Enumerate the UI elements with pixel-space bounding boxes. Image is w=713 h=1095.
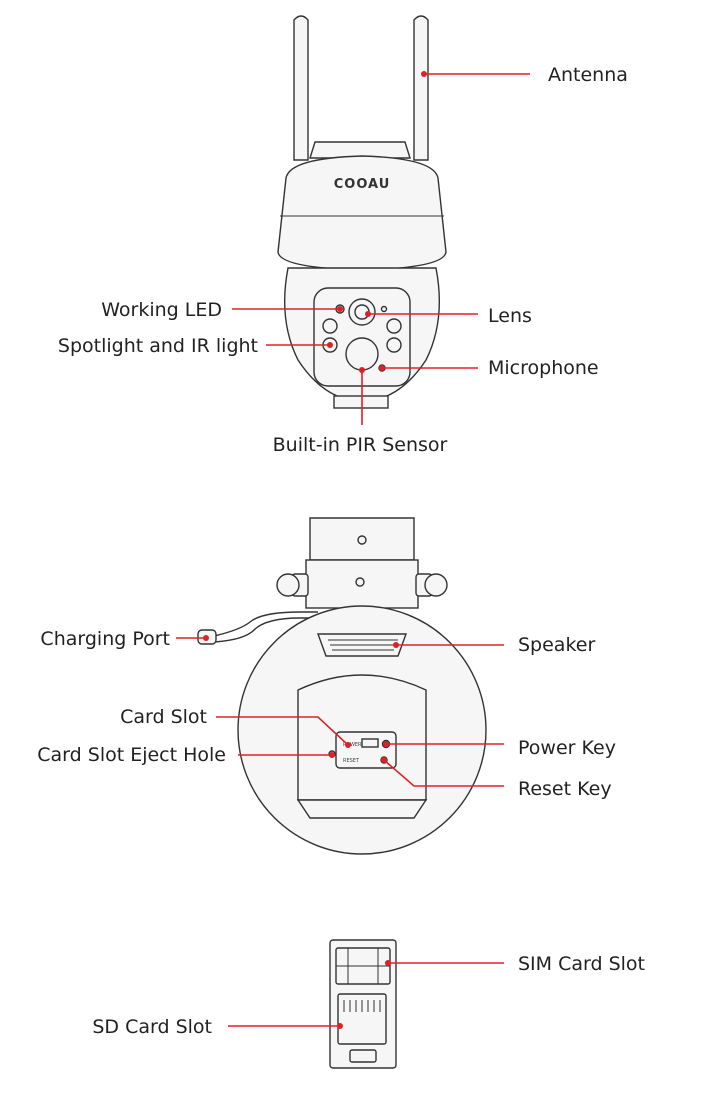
callout-spotlight-ir: Spotlight and IR light: [58, 335, 333, 357]
power-mark: POWER: [343, 742, 362, 748]
camera-dome: [277, 155, 447, 271]
callout-charging-port: Charging Port: [40, 628, 209, 650]
callout-reset-key: Reset Key: [381, 757, 612, 800]
callout-working-led: Working LED: [101, 299, 343, 321]
antenna-label: Antenna: [548, 64, 628, 86]
charging-port-label: Charging Port: [40, 628, 170, 650]
callout-microphone: Microphone: [379, 357, 599, 379]
sd-card-slot-label: SD Card Slot: [92, 1016, 212, 1038]
callout-sd-card-slot: SD Card Slot: [92, 1016, 343, 1038]
speaker-label: Speaker: [518, 634, 595, 656]
card-slot-eject-hole-label: Card Slot Eject Hole: [37, 744, 226, 766]
camera-neck: [305, 559, 419, 609]
card-slot: [361, 738, 379, 748]
camera-base-stub: [333, 395, 389, 409]
brand-logo: COOAU: [334, 177, 391, 192]
power-key-label: Power Key: [518, 737, 616, 759]
callout-pir-sensor: Built-in PIR Sensor: [273, 367, 448, 456]
card-tray-figure: SIM Card Slot SD Card Slot: [92, 939, 645, 1069]
microphone-label: Microphone: [488, 357, 599, 379]
lens: [348, 298, 376, 326]
callout-card-slot-eject-hole: Card Slot Eject Hole: [37, 744, 335, 766]
mount-screw-hole: [357, 535, 367, 545]
front-view-figure: COOAU Antenna Working LED: [58, 15, 628, 456]
reset-key-label: Reset Key: [518, 778, 612, 800]
callout-speaker: Speaker: [393, 634, 595, 656]
working-led-label: Working LED: [101, 299, 222, 321]
mount-bracket: [309, 517, 415, 561]
pir-sensor-label: Built-in PIR Sensor: [273, 434, 448, 456]
antenna-left: [293, 15, 309, 161]
tray-bottom-latch: [349, 1049, 377, 1063]
mic-hole-top: [380, 305, 388, 313]
ir-light-right-top: [386, 318, 402, 334]
charging-cable: [213, 611, 318, 637]
card-slot-label: Card Slot: [120, 706, 207, 728]
callout-power-key: Power Key: [383, 737, 616, 759]
sim-card-slot-label: SIM Card Slot: [518, 953, 645, 975]
antenna-knob-left: [276, 573, 309, 597]
antenna-right: [413, 15, 429, 161]
callout-antenna: Antenna: [421, 64, 628, 86]
ir-light-left-top: [322, 318, 338, 334]
reset-mark: RESET: [343, 758, 360, 764]
spotlight-ir-label: Spotlight and IR light: [58, 335, 258, 357]
neck-screw-hole: [355, 577, 365, 587]
back-view-figure: POWER RESET Charging Port Speaker Card S…: [37, 517, 616, 855]
antenna-knob-right: [415, 573, 448, 597]
compartment-cover: [296, 799, 428, 819]
pir-sensor: [345, 337, 379, 371]
callout-card-slot: Card Slot: [120, 706, 351, 748]
callout-lens: Lens: [365, 305, 532, 327]
ir-light-right-bottom: [386, 337, 402, 353]
speaker-grille: [317, 633, 407, 657]
lens-label: Lens: [488, 305, 532, 327]
callout-sim-card-slot: SIM Card Slot: [385, 953, 645, 975]
